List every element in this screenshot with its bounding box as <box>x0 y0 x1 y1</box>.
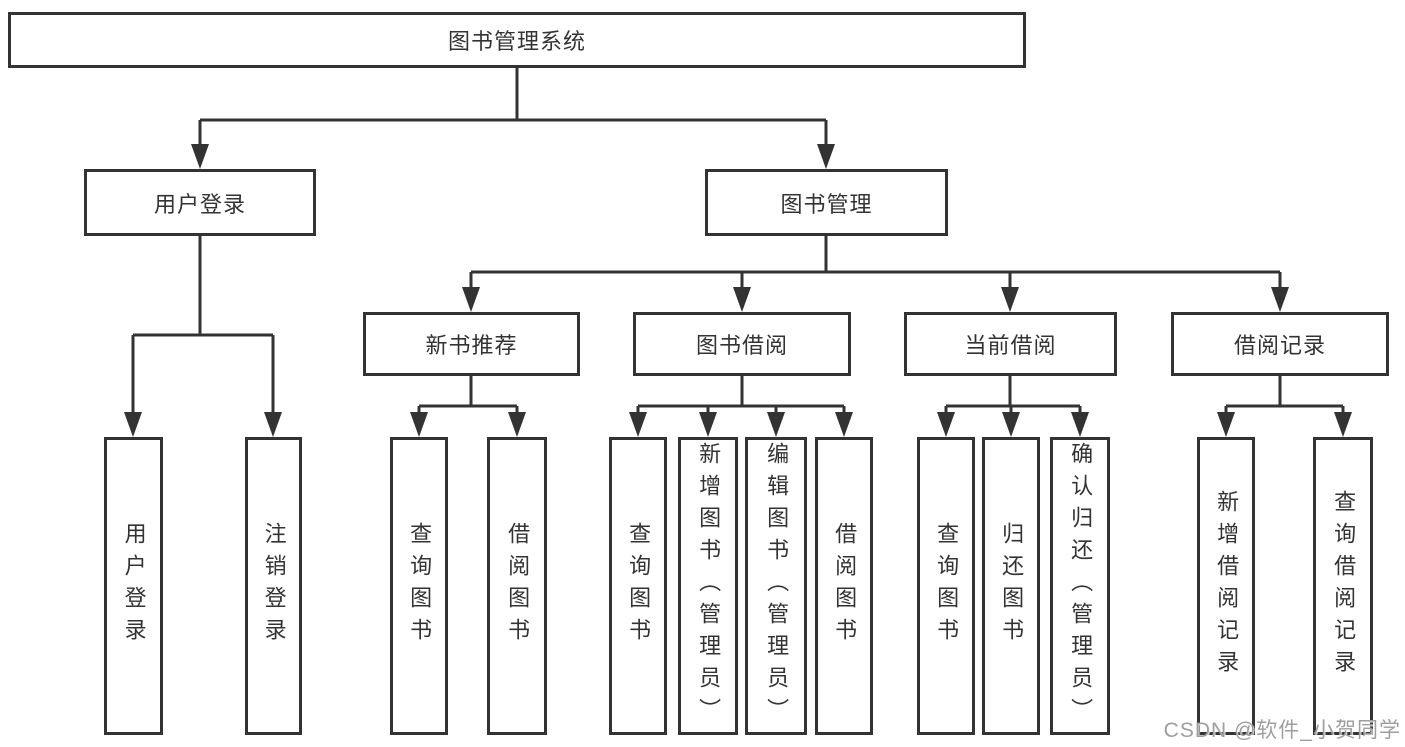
arrowhead <box>835 412 853 437</box>
arrowhead <box>124 412 142 437</box>
arrowheads <box>124 144 1352 437</box>
leaf-borrow-query-books: 查询图书 <box>609 437 667 735</box>
arrowhead <box>629 412 647 437</box>
leaf-borrow-edit-books-admin: 编辑图书（管理员） <box>745 437 807 735</box>
leaf-borrow-add-books-admin: 新增图书（管理员） <box>678 437 738 735</box>
leaf-label: 查询图书 <box>934 522 960 650</box>
leaf-label: 用户登录 <box>121 522 147 650</box>
node-label: 当前借阅 <box>964 333 1057 358</box>
arrowhead <box>1334 412 1352 437</box>
arrowhead <box>264 412 282 437</box>
leaf-label: 查询图书 <box>626 522 652 650</box>
arrowhead <box>410 412 428 437</box>
node-label: 借阅记录 <box>1233 333 1326 358</box>
leaf-label: 编辑图书（管理员） <box>764 442 790 730</box>
node-new-book-recommend: 新书推荐 <box>363 312 580 376</box>
node-book-borrow: 图书借阅 <box>633 312 851 376</box>
leaf-current-confirm-return-admin: 确认归还（管理员） <box>1050 437 1110 735</box>
arrowhead <box>1071 412 1089 437</box>
arrowhead <box>699 412 717 437</box>
arrowhead <box>1217 412 1235 437</box>
leaf-user-login: 用户登录 <box>104 437 163 735</box>
arrowhead <box>191 144 209 169</box>
node-user-login: 用户登录 <box>84 169 316 236</box>
leaf-borrow-borrow-books: 借阅图书 <box>815 437 873 735</box>
leaf-label: 新增图书（管理员） <box>696 442 722 730</box>
arrowhead <box>733 287 751 312</box>
leaf-logout: 注销登录 <box>245 437 302 735</box>
leaf-records-add-record: 新增借阅记录 <box>1197 437 1255 735</box>
node-current-borrow: 当前借阅 <box>904 312 1117 376</box>
leaf-label: 归还图书 <box>999 522 1025 650</box>
node-borrow-records: 借阅记录 <box>1171 312 1389 376</box>
node-book-management: 图书管理 <box>705 169 948 236</box>
leaf-label: 注销登录 <box>261 522 287 650</box>
leaf-label: 借阅图书 <box>505 522 531 650</box>
leaf-records-query-record: 查询借阅记录 <box>1313 437 1373 735</box>
node-label: 新书推荐 <box>425 333 518 358</box>
leaf-current-return-books: 归还图书 <box>982 437 1040 735</box>
arrowhead <box>508 412 526 437</box>
arrowhead <box>817 144 835 169</box>
node-label: 图书借阅 <box>695 333 788 358</box>
leaf-recommend-query-books: 查询图书 <box>390 437 448 735</box>
leaf-recommend-borrow-books: 借阅图书 <box>487 437 547 735</box>
leaf-label: 新增借阅记录 <box>1214 490 1240 682</box>
arrowhead <box>937 412 955 437</box>
csdn-watermark: CSDN @软件_小贺同学 <box>1163 719 1401 742</box>
node-label: 用户登录 <box>153 191 246 217</box>
node-library-system: 图书管理系统 <box>8 12 1026 68</box>
node-label: 图书管理 <box>780 191 873 217</box>
leaf-current-query-books: 查询图书 <box>917 437 975 735</box>
leaf-label: 确认归还（管理员） <box>1068 442 1094 730</box>
arrowhead <box>1271 287 1289 312</box>
arrowhead <box>1001 287 1019 312</box>
node-label: 图书管理系统 <box>447 29 586 54</box>
leaf-label: 借阅图书 <box>832 522 858 650</box>
arrowhead <box>1002 412 1020 437</box>
arrowhead <box>767 412 785 437</box>
leaf-label: 查询借阅记录 <box>1331 490 1357 682</box>
leaf-label: 查询图书 <box>407 522 433 650</box>
arrowhead <box>462 287 480 312</box>
